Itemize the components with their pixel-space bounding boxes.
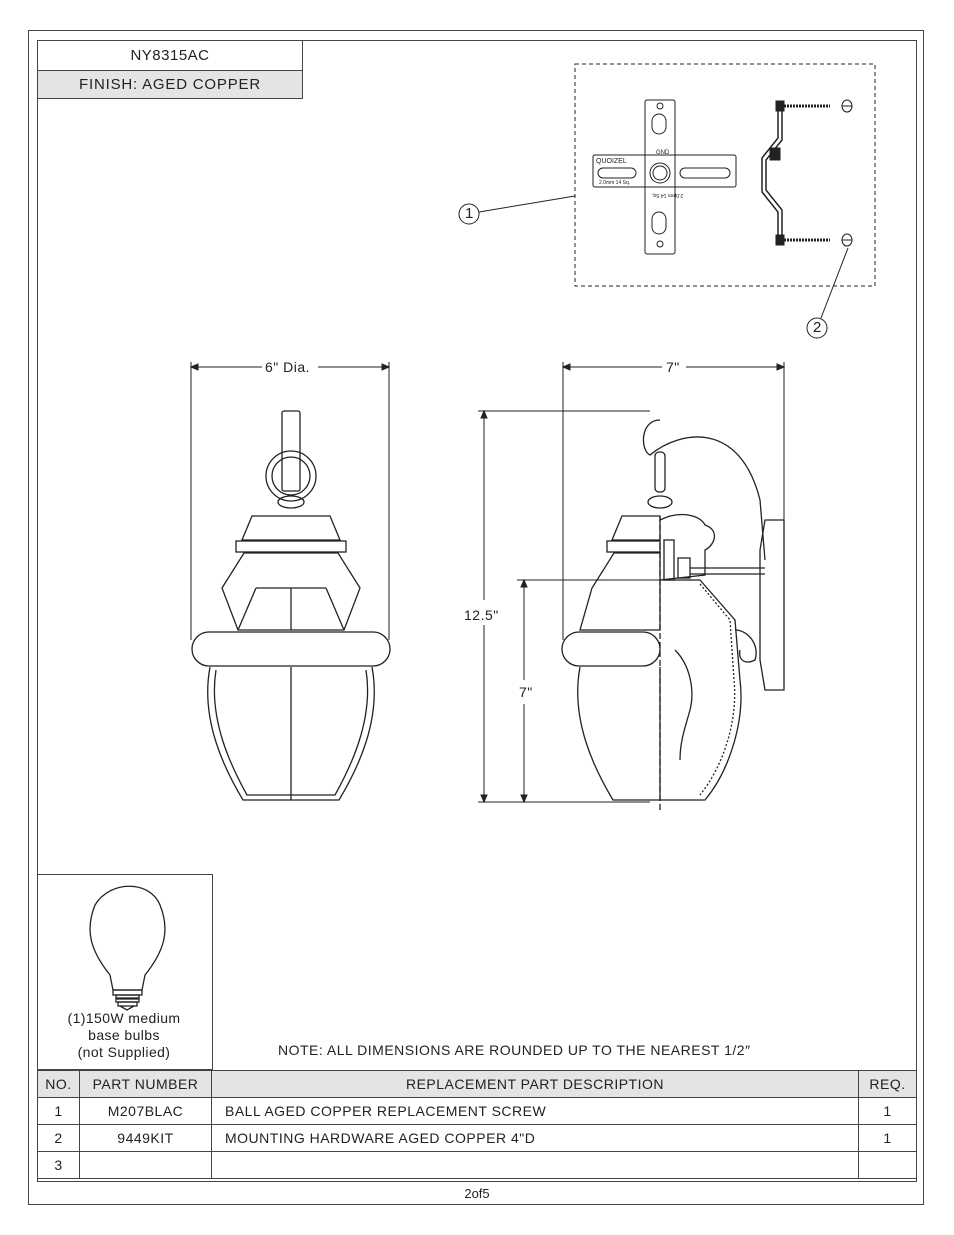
row-description: MOUNTING HARDWARE AGED COPPER 4"D bbox=[211, 1124, 859, 1152]
row-part-number bbox=[79, 1151, 212, 1179]
header-description: REPLACEMENT PART DESCRIPTION bbox=[211, 1070, 859, 1098]
callout-2-circle bbox=[806, 317, 828, 339]
table-row: 3 bbox=[37, 1151, 917, 1179]
row-req: 1 bbox=[858, 1124, 917, 1152]
parts-table: NO. PART NUMBER REPLACEMENT PART DESCRIP… bbox=[37, 1070, 917, 1179]
header-req: REQ. bbox=[858, 1070, 917, 1098]
callout-2-label: 2 bbox=[813, 319, 822, 336]
bulb-spec-text: (1)150W medium base bulbs (not Supplied) bbox=[44, 1010, 204, 1061]
page-number: 2of5 bbox=[464, 1186, 490, 1201]
callout-1-circle bbox=[458, 203, 480, 225]
row-description: BALL AGED COPPER REPLACEMENT SCREW bbox=[211, 1097, 859, 1125]
bulb-line-2: base bulbs bbox=[88, 1027, 160, 1043]
crossbar-bracket-drawing bbox=[592, 99, 737, 255]
bracket-spec-text-1: 2.0mm 14 Sq. bbox=[599, 180, 631, 186]
bulb-line-1: (1)150W medium bbox=[67, 1010, 181, 1026]
hardware-detail-box bbox=[574, 63, 876, 287]
row-no: 1 bbox=[37, 1097, 80, 1125]
side-bracket-drawing bbox=[761, 99, 853, 247]
row-description bbox=[211, 1151, 859, 1179]
depth-dimension: 7" bbox=[666, 359, 680, 375]
bracket-spec-text-2: 2.0mm 14 Sq. bbox=[652, 192, 684, 198]
model-number: NY8315AC bbox=[38, 41, 302, 71]
header-no: NO. bbox=[37, 1070, 80, 1098]
bulb-line-3: (not Supplied) bbox=[77, 1044, 171, 1060]
diameter-dimension: 6" Dia. bbox=[265, 359, 311, 375]
page-border-outer bbox=[28, 30, 924, 1205]
row-req bbox=[858, 1151, 917, 1179]
page-border-inner bbox=[37, 40, 917, 1182]
header-part-number: PART NUMBER bbox=[79, 1070, 212, 1098]
bulb-illustration bbox=[89, 885, 166, 1011]
table-row: 2 9449KIT MOUNTING HARDWARE AGED COPPER … bbox=[37, 1124, 917, 1152]
row-part-number: 9449KIT bbox=[79, 1124, 212, 1152]
side-view-lantern bbox=[561, 419, 785, 812]
finish-label: FINISH: AGED COPPER bbox=[38, 71, 302, 98]
bracket-brand-text: QUOIZEL bbox=[596, 158, 627, 165]
bracket-gnd-text: GND bbox=[656, 150, 670, 156]
table-header-row: NO. PART NUMBER REPLACEMENT PART DESCRIP… bbox=[37, 1070, 917, 1098]
front-view-lantern bbox=[191, 410, 391, 801]
table-row: 1 M207BLAC BALL AGED COPPER REPLACEMENT … bbox=[37, 1097, 917, 1125]
title-block: NY8315AC FINISH: AGED COPPER bbox=[37, 40, 303, 99]
dimension-note: NOTE: ALL DIMENSIONS ARE ROUNDED UP TO T… bbox=[278, 1042, 751, 1058]
bulb-info-box bbox=[37, 874, 213, 1070]
height-dimension: 12.5" bbox=[464, 607, 499, 623]
body-height-dimension: 7" bbox=[519, 684, 533, 700]
row-no: 2 bbox=[37, 1124, 80, 1152]
row-part-number: M207BLAC bbox=[79, 1097, 212, 1125]
row-no: 3 bbox=[37, 1151, 80, 1179]
callout-1-label: 1 bbox=[465, 205, 474, 222]
row-req: 1 bbox=[858, 1097, 917, 1125]
